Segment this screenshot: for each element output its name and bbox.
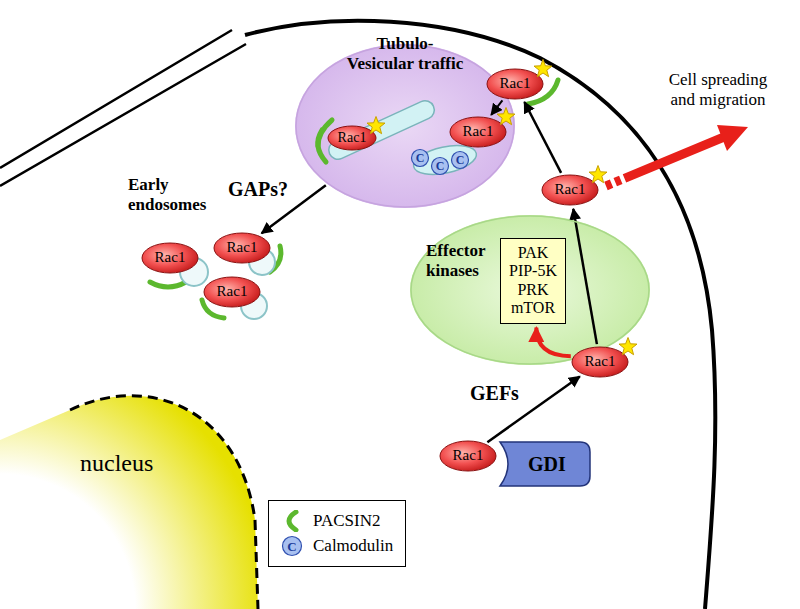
migration-arrow: [606, 125, 748, 186]
legend-row: PACSIN2: [279, 510, 393, 532]
protein-name: Rac1: [463, 123, 494, 140]
legend-box: PACSIN2Calmodulin: [268, 500, 406, 567]
kinase-region-fill: [410, 215, 650, 365]
crescent-swatch: [279, 510, 305, 532]
activity-star: [618, 337, 638, 357]
connector-arrow: [524, 102, 561, 173]
connector-arrow: [491, 100, 502, 115]
connector-arrow: [536, 328, 571, 357]
gdi-shape: GDI: [492, 440, 592, 488]
activity-star: [496, 107, 516, 127]
region-ellipse: Tubulo- Vesicular trafficRac1Rac1CCC: [295, 44, 515, 208]
protein-name: Rac1: [155, 249, 186, 266]
protein-name: Rac1: [227, 239, 258, 256]
activity-star: [533, 59, 553, 79]
calmodulin-disc: [432, 158, 449, 175]
rac1-oval: [440, 441, 496, 471]
rac1-protein: Rac1: [141, 242, 199, 274]
legend-text: PACSIN2: [313, 511, 380, 531]
rac1-oval: [572, 347, 628, 377]
plasma-membrane: [245, 21, 715, 609]
calmodulin-letter: C: [436, 160, 445, 172]
annotation-text: Cell spreading and migration: [668, 70, 768, 109]
legend-text: Calmodulin: [313, 536, 393, 556]
calmodulin-letter: C: [456, 154, 465, 166]
rac1-oval: [214, 233, 270, 263]
rac1-oval: [328, 126, 376, 150]
rac1-oval: [542, 175, 598, 205]
rac1-oval: [142, 243, 198, 273]
neighbour-membrane: [0, 30, 246, 186]
compartment-name: nucleus: [80, 450, 153, 478]
rac1-oval: [204, 277, 260, 307]
edge-label: GAPs?: [228, 178, 288, 201]
rac1-protein: Rac1: [541, 174, 599, 206]
region-title: Effector kinases: [426, 241, 456, 280]
region-ellipse: Effector kinases PAK PIP-5K PRK mTOR: [410, 215, 650, 365]
rac1-protein: Rac1: [439, 440, 497, 472]
nucleus-fill: [0, 396, 258, 609]
gdi-name: GDI: [528, 453, 566, 476]
nuclear-envelope: [70, 396, 258, 609]
protein-name: Rac1: [453, 447, 484, 464]
calmodulin-disc: [412, 150, 429, 167]
gdi-outline: [500, 442, 590, 486]
region-outline: [411, 216, 649, 364]
rac1-protein: Rac1: [486, 68, 544, 100]
kinase-list: PAK PIP-5K PRK mTOR: [504, 244, 562, 318]
calmodulin-letter: C: [416, 152, 425, 164]
protein-name: Rac1: [500, 75, 531, 92]
rac1-protein: Rac1: [203, 276, 261, 308]
tubule: [338, 110, 479, 179]
region-title: Tubulo- Vesicular traffic: [346, 34, 464, 73]
activity-star: [588, 165, 608, 185]
protein-name: Rac1: [338, 130, 367, 146]
calmodulin-letter: C: [287, 540, 296, 553]
rac1-protein: Rac1: [213, 232, 271, 264]
calmodulin-circle: C: [431, 157, 449, 175]
calmodulin-circle: C: [411, 149, 429, 167]
annotation-text: Early endosomes: [128, 175, 158, 214]
edge-label: GEFs: [470, 382, 519, 405]
rac1-protein: Rac1: [327, 125, 377, 151]
rac1-protein: Rac1: [571, 346, 629, 378]
connector-arrow: [573, 209, 597, 344]
calmodulin-disc: [452, 152, 469, 169]
protein-name: Rac1: [555, 181, 586, 198]
calmodulin-circle: C: [451, 151, 469, 169]
activity-star: [366, 116, 386, 136]
protein-name: Rac1: [585, 353, 616, 370]
kinase-box: PAK PIP-5K PRK mTOR: [500, 238, 566, 324]
protein-name: Rac1: [217, 283, 248, 300]
rac1-protein: Rac1: [449, 116, 507, 148]
rac1-oval: [487, 69, 543, 99]
rac1-oval: [450, 117, 506, 147]
pacsin2-crescent: [150, 80, 558, 318]
